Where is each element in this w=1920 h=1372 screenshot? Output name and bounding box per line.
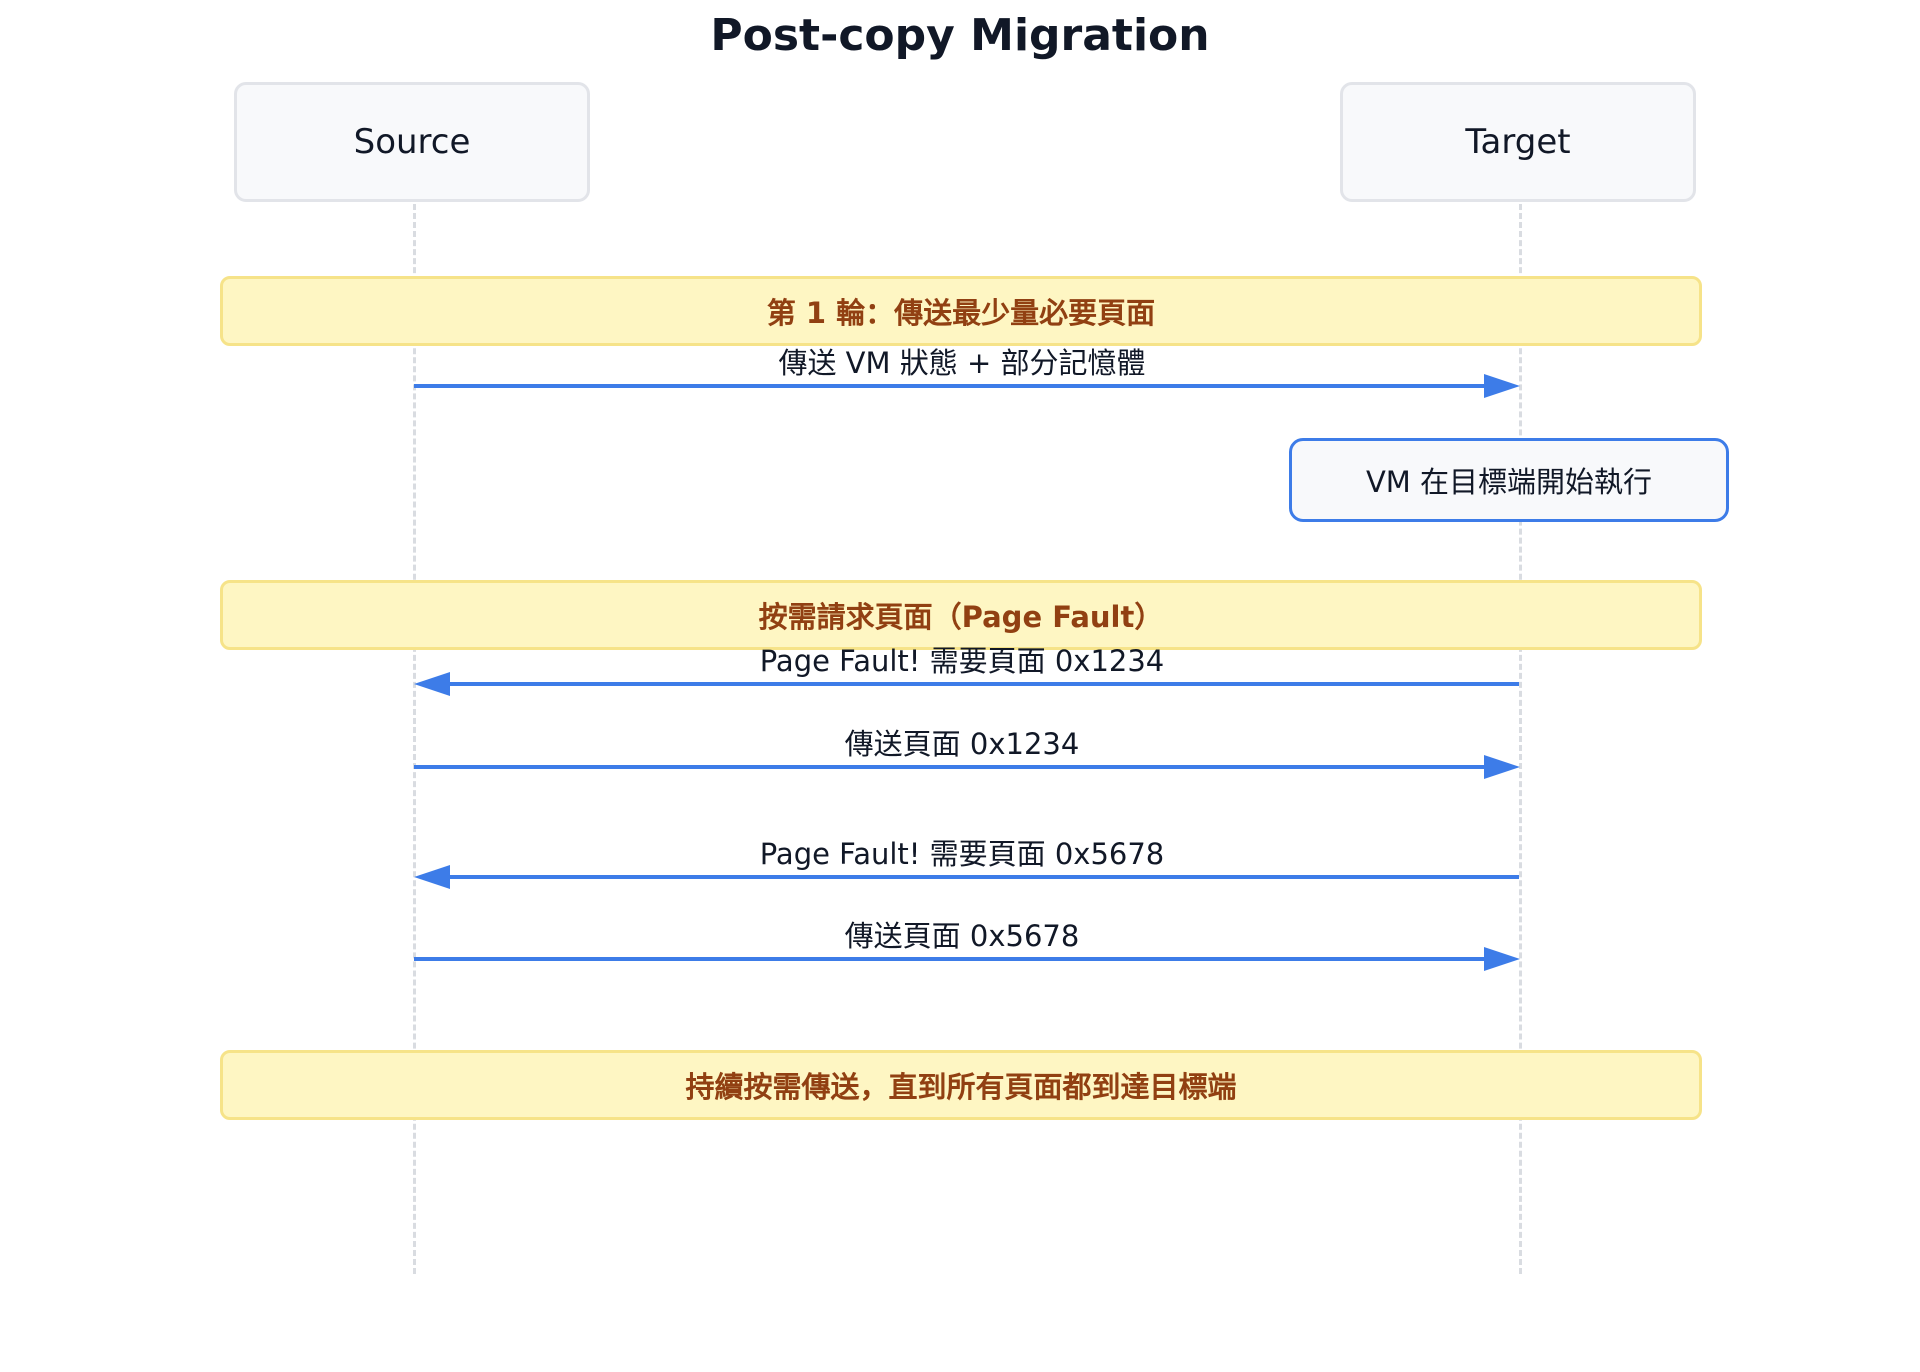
arrow-message-4 — [414, 865, 1519, 889]
arrow-message-2 — [414, 672, 1519, 696]
arrow-message-5 — [414, 947, 1520, 971]
arrow-message-3 — [414, 755, 1520, 779]
message-label-4: Page Fault! 需要頁面 0x5678 — [759, 837, 1165, 871]
diagram-title: Post-copy Migration — [710, 10, 1210, 61]
note-on-demand: 按需請求頁面（Page Fault） — [220, 580, 1702, 650]
arrow-message-1 — [414, 374, 1520, 398]
lifeline-target — [1519, 204, 1522, 1274]
message-label-5: 傳送頁面 0x5678 — [844, 919, 1080, 953]
message-label-3: 傳送頁面 0x1234 — [844, 727, 1080, 761]
note-continue: 持續按需傳送，直到所有頁面都到達目標端 — [220, 1050, 1702, 1120]
message-label-1: 傳送 VM 狀態 + 部分記憶體 — [778, 346, 1146, 380]
state-note-vm-running: VM 在目標端開始執行 — [1289, 438, 1729, 522]
message-label-2: Page Fault! 需要頁面 0x1234 — [759, 644, 1165, 678]
participant-source: Source — [234, 82, 590, 202]
participant-target: Target — [1340, 82, 1696, 202]
lifeline-source — [413, 204, 416, 1274]
note-round-1: 第 1 輪：傳送最少量必要頁面 — [220, 276, 1702, 346]
